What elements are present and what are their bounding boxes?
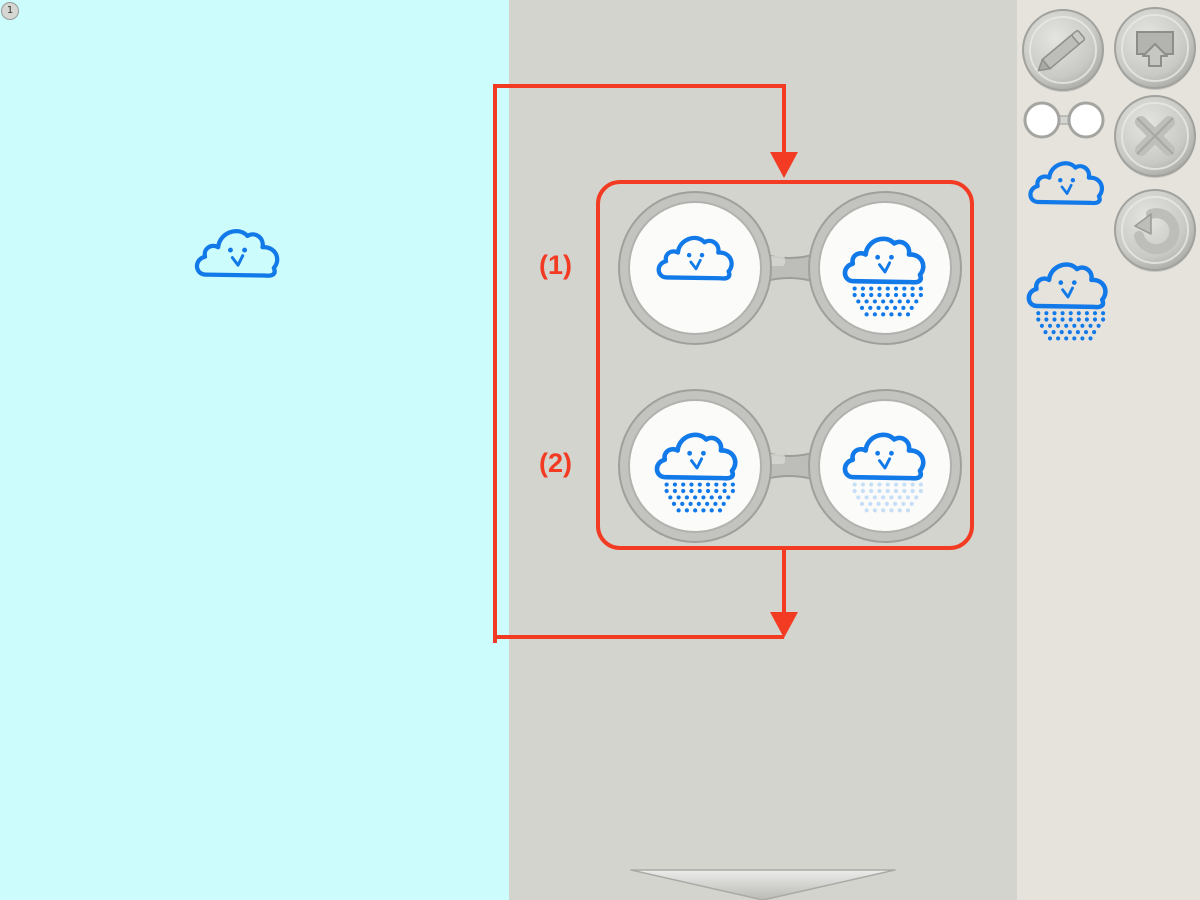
pencil-icon (1037, 30, 1086, 72)
rule-2-before-rain-cloud[interactable] (651, 422, 743, 514)
rule-1-label: (1) (539, 250, 572, 280)
rule-1-after-rain-cloud[interactable] (839, 226, 931, 318)
undo-icon (1134, 208, 1180, 255)
toolbox (1017, 0, 1200, 900)
pencil-button[interactable] (1019, 6, 1107, 94)
stage-view-button[interactable] (1111, 4, 1199, 92)
page-number-badge[interactable]: 1 (1, 2, 19, 20)
rules-panel: (1) (2) (509, 0, 1017, 900)
rule-2-after-faded-rain-cloud[interactable] (839, 422, 931, 514)
rule-1-before-cloud[interactable] (653, 226, 739, 286)
empty-rule-glasses-icon[interactable] (1022, 100, 1106, 140)
scroll-down-arrow-icon[interactable] (627, 866, 899, 900)
close-button[interactable] (1111, 92, 1199, 180)
stage-cloud-character[interactable] (190, 218, 286, 284)
rule-2[interactable] (611, 386, 967, 546)
toolbox-cloud-character[interactable] (1025, 150, 1109, 212)
stage-canvas[interactable]: 1 (0, 0, 509, 900)
stage-view-icon (1136, 31, 1174, 67)
rule-1[interactable] (611, 188, 967, 348)
rule-2-label: (2) (539, 448, 572, 478)
toolbox-rain-cloud-character[interactable] (1023, 252, 1113, 342)
undo-button[interactable] (1111, 186, 1199, 274)
